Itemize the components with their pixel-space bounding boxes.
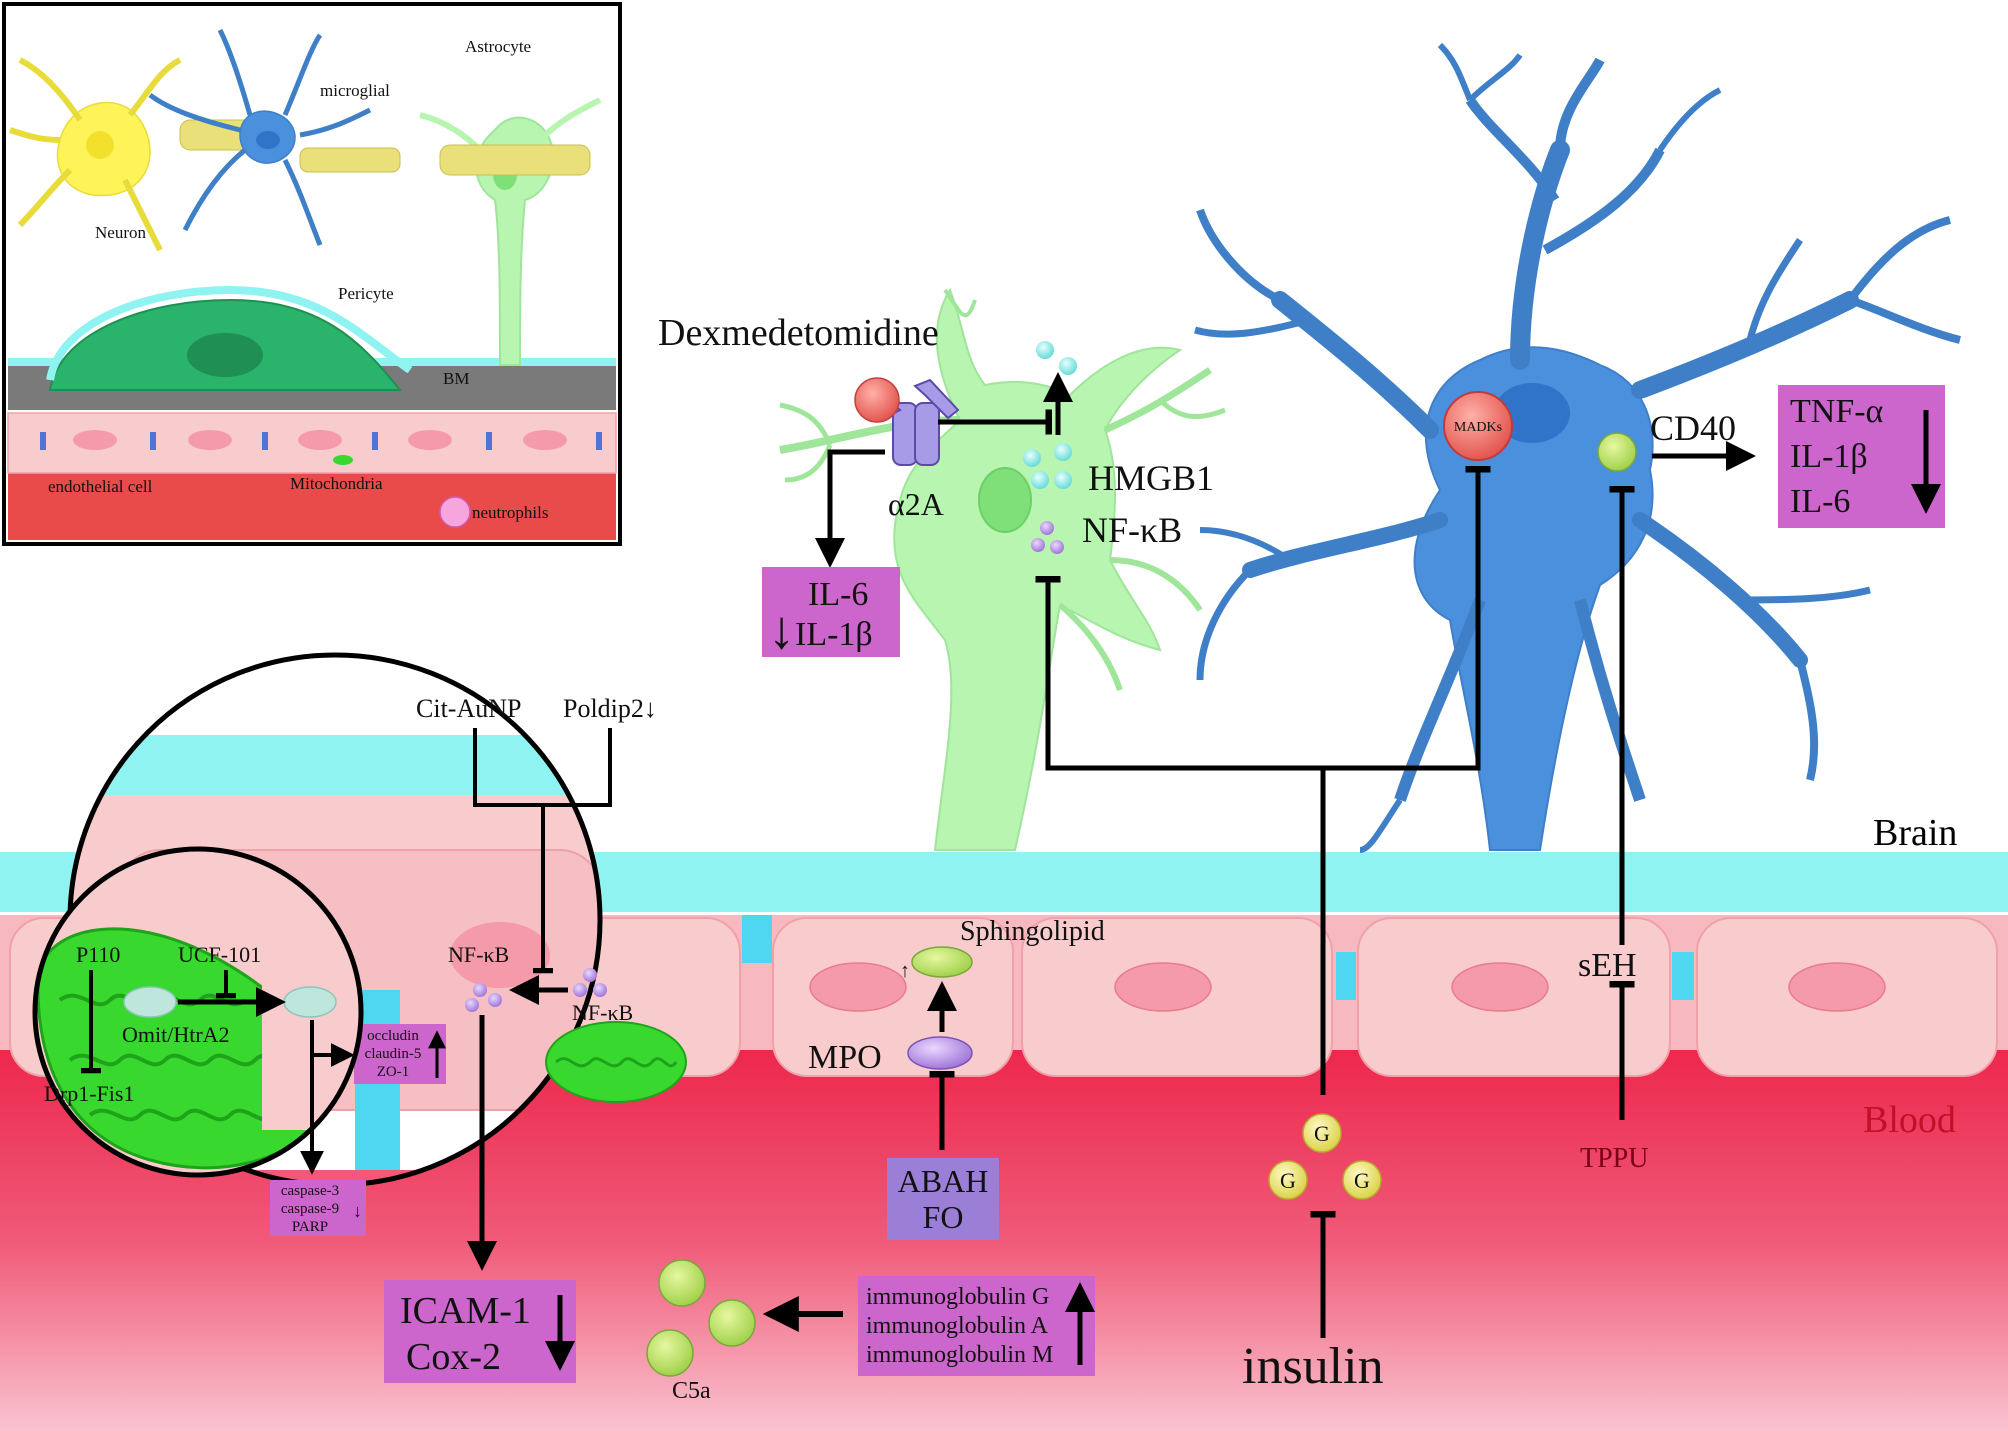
icam1-label: ICAM-1 bbox=[400, 1290, 531, 1332]
inset-microglial-label: microglial bbox=[320, 81, 390, 100]
inset-mitochondria-label: Mitochondria bbox=[290, 474, 383, 493]
fo-label: FO bbox=[923, 1199, 964, 1235]
immunoglobulin-a-label: immunoglobulin A bbox=[866, 1313, 1049, 1339]
parp-label: PARP bbox=[292, 1219, 328, 1235]
cit-aunp-label: Cit-AuNP bbox=[416, 694, 521, 723]
nfkb-outer-label: NF-κB bbox=[572, 1000, 633, 1025]
microglia-cell bbox=[1194, 42, 1961, 853]
astrocyte-cytokine-il1b: IL-1β bbox=[795, 616, 873, 653]
caspase9-label: caspase-9 bbox=[281, 1201, 339, 1217]
nfkb-astrocyte-label: NF-κB bbox=[1082, 510, 1182, 550]
sphingolipid-node bbox=[911, 946, 973, 978]
madks-label: MADKs bbox=[1454, 420, 1502, 435]
insulin-label: insulin bbox=[1242, 1338, 1384, 1395]
overview-inset bbox=[2, 2, 622, 546]
dexmedetomidine-molecule-icon bbox=[854, 377, 900, 423]
hmgb1-molecules bbox=[1023, 341, 1077, 489]
caspase3-label: caspase-3 bbox=[281, 1183, 339, 1199]
tj-claudin-label: claudin-5 bbox=[365, 1046, 422, 1062]
abah-fo-box bbox=[887, 1158, 999, 1240]
inset-endothelial-label: endothelial cell bbox=[48, 477, 153, 496]
mpo-label: MPO bbox=[808, 1039, 882, 1076]
immunoglobulin-box bbox=[858, 1276, 1095, 1376]
glucose-label-3: G bbox=[1354, 1168, 1370, 1193]
astrocyte-cytokine-box bbox=[762, 567, 900, 657]
mpo-node bbox=[907, 1036, 973, 1070]
astrocyte-cytokine-il6: IL-6 bbox=[808, 576, 868, 613]
drp1-label: Drp1-Fis1 bbox=[44, 1081, 134, 1106]
tj-zo1-label: ZO-1 bbox=[377, 1064, 410, 1080]
ucf101-label: UCF-101 bbox=[178, 942, 261, 967]
inset-pericyte-label: Pericyte bbox=[338, 284, 394, 303]
tppu-label: TPPU bbox=[1580, 1143, 1648, 1174]
dexmedetomidine-label: Dexmedetomidine bbox=[658, 312, 939, 354]
madks-node bbox=[1443, 391, 1513, 461]
nfkb-inner-label: NF-κB bbox=[448, 942, 509, 967]
blood-label: Blood bbox=[1863, 1099, 1956, 1141]
icam-cox2-box bbox=[384, 1280, 576, 1383]
cd40-node bbox=[1597, 432, 1637, 472]
mitochondrion-zoom-circle bbox=[32, 846, 364, 1178]
caspase-trend: ↓ bbox=[353, 1201, 362, 1221]
glucose-molecules bbox=[1268, 1113, 1382, 1200]
brain-label: Brain bbox=[1873, 812, 1957, 854]
insulin-to-madks-path bbox=[1323, 470, 1478, 771]
cd40-label: CD40 bbox=[1650, 408, 1736, 448]
inset-bm-label: BM bbox=[443, 369, 469, 388]
p110-label: P110 bbox=[76, 942, 120, 967]
insulin-inhibition-path bbox=[1048, 580, 1326, 1095]
immunoglobulin-g-label: immunoglobulin G bbox=[866, 1284, 1049, 1310]
microglia-cytokine-tnfa: TNF-α bbox=[1790, 393, 1884, 430]
inset-astrocyte-label: Astrocyte bbox=[465, 37, 531, 56]
omi-label: Omit/HtrA2 bbox=[122, 1022, 230, 1047]
c5a-molecules bbox=[646, 1259, 756, 1377]
inset-neutrophils-label: neutrophils bbox=[472, 503, 549, 522]
alpha2a-label: α2A bbox=[888, 486, 944, 522]
sphingolipid-label: Sphingolipid bbox=[960, 916, 1105, 947]
microglia-cytokine-il6: IL-6 bbox=[1790, 483, 1850, 520]
poldip2-label: Poldip2↓ bbox=[563, 694, 657, 723]
cox2-label: Cox-2 bbox=[406, 1336, 501, 1378]
microglia-nucleus bbox=[1494, 383, 1570, 443]
receptor-to-cytokine-arrow bbox=[815, 449, 885, 568]
glucose-label-2: G bbox=[1280, 1168, 1296, 1193]
immunoglobulin-m-label: immunoglobulin M bbox=[866, 1342, 1053, 1368]
omi-node-inside bbox=[123, 986, 177, 1018]
hmgb1-label: HMGB1 bbox=[1088, 458, 1214, 498]
inset-neuron-label: Neuron bbox=[95, 223, 146, 242]
abah-label: ABAH bbox=[898, 1163, 989, 1199]
c5a-label: C5a bbox=[672, 1378, 711, 1404]
microglia-cytokine-il1b: IL-1β bbox=[1790, 438, 1868, 475]
nfkb-zoom-molecules bbox=[465, 968, 607, 1012]
caspase-box bbox=[270, 1180, 366, 1236]
omi-node-released bbox=[283, 986, 337, 1018]
glucose-label-1: G bbox=[1314, 1121, 1330, 1146]
small-mitochondrion-icon bbox=[545, 1021, 687, 1103]
sphingolipid-trend: ↑ bbox=[900, 960, 910, 982]
astrocyte-cytokine-trend: ↓ bbox=[768, 600, 795, 660]
tj-occludin-label: occludin bbox=[367, 1028, 419, 1044]
seh-label: sEH bbox=[1578, 947, 1637, 984]
nfkb-astrocyte-molecules bbox=[1031, 521, 1064, 554]
